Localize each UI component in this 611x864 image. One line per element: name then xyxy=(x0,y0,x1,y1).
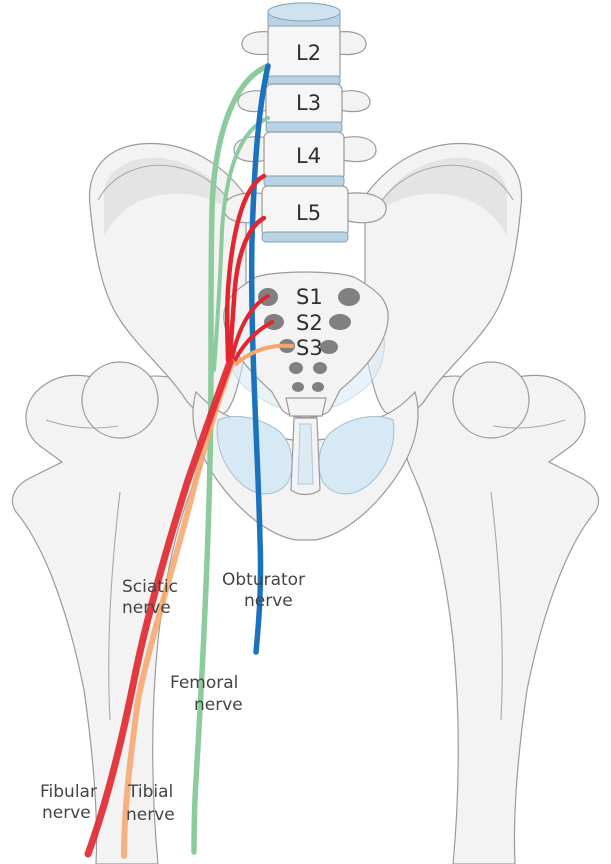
label-l3: L3 xyxy=(296,91,321,115)
label-s3: S3 xyxy=(296,336,323,360)
s3-foramen-right xyxy=(320,340,338,354)
right-obturator-foramen xyxy=(318,415,395,495)
label-l4: L4 xyxy=(296,144,321,168)
lumbar-spine xyxy=(223,2,387,243)
s2-foramen-right xyxy=(329,314,351,330)
sciatic-nerve xyxy=(84,358,234,858)
s2-root xyxy=(232,320,274,364)
tibial-nerve xyxy=(121,359,235,859)
label-femoral-line1: Femoral xyxy=(170,673,238,693)
label-fibular-line1: Fibular xyxy=(40,782,97,802)
right-femur xyxy=(401,361,600,864)
l5-root xyxy=(227,215,267,365)
label-tibial-line1: Tibial xyxy=(127,782,173,802)
label-sciatic-line2: nerve xyxy=(122,598,171,618)
obturator-nerve xyxy=(248,63,271,655)
label-s2: S2 xyxy=(296,311,323,335)
nerves xyxy=(84,63,294,859)
label-tibial-line2: nerve xyxy=(126,805,175,825)
label-l5: L5 xyxy=(296,201,321,225)
s1-foramen-right xyxy=(338,288,360,306)
label-l2: L2 xyxy=(296,41,321,65)
left-femur xyxy=(11,361,210,864)
label-sciatic-line1: Sciatic xyxy=(122,577,178,597)
femoral-nerve-l3-root xyxy=(212,116,270,372)
label-obturator-line1: Obturator xyxy=(222,570,305,590)
label-obturator-line2: nerve xyxy=(244,591,293,611)
s1-root xyxy=(230,294,270,360)
femoral-nerve xyxy=(191,63,271,855)
s3-root xyxy=(234,343,294,366)
l4-root xyxy=(224,173,267,363)
label-femoral-line2: nerve xyxy=(194,695,243,715)
label-fibular-line2: nerve xyxy=(42,803,91,823)
label-s1: S1 xyxy=(296,285,323,309)
